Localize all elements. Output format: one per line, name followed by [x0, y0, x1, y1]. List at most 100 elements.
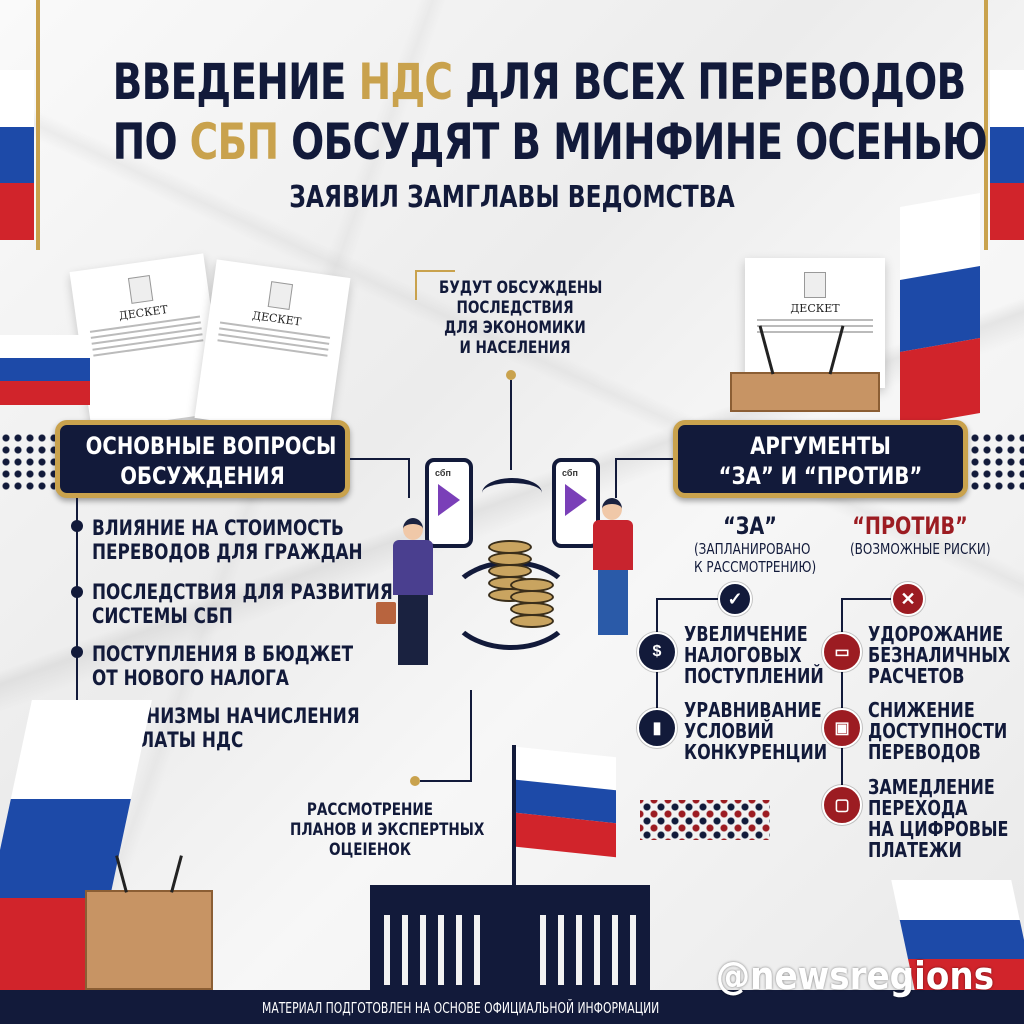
con-heading-block: “ПРОТИВ” (ВОЗМОЖНЫЕ РИСКИ) [835, 512, 991, 558]
checkmark-icon: ✓ [718, 582, 752, 616]
podium-right [730, 372, 880, 412]
sbp-logo-icon [438, 484, 460, 516]
list-bullet [71, 646, 83, 658]
microphone-icon [115, 855, 128, 893]
con-subheading: (ВОЗМОЖНЫЕ РИСКИ) [850, 540, 991, 558]
center-bottom-note: РАССМОТРЕНИЕ ПЛАНОВ И ЭКСПЕРТНЫХ ОЦЕIЕНО… [270, 800, 485, 860]
sbp-logo: сбп [435, 468, 451, 478]
document-3: ДЕСКЕТ [745, 258, 885, 388]
left-panel-title: ОСНОВНЫЕ ВОПРОСЫ ОБСУЖДЕНИЯ [55, 420, 350, 498]
gold-bracket [415, 270, 455, 300]
note-line: ОЦЕIЕНОК [329, 840, 411, 860]
list-timeline [76, 498, 78, 713]
digital-payment-icon: ▢ [822, 785, 862, 825]
pro-heading: “ЗА” [723, 512, 777, 540]
headline-line-1: ВВЕДЕНИЕ НДС ДЛЯ ВСЕХ ПЕРЕВОДОВ [112, 52, 967, 112]
connector-line [656, 598, 718, 600]
gold-dot [410, 776, 420, 786]
document-title: ДЕСКЕТ [790, 302, 840, 315]
briefcase-icon [376, 602, 396, 624]
podium-left [85, 890, 213, 990]
coins-stack-icon [486, 540, 556, 630]
connector-line [408, 458, 410, 498]
emblem-icon [804, 272, 826, 298]
gold-dot [506, 370, 516, 380]
connector-line [510, 380, 512, 470]
person-receiver [590, 498, 640, 638]
gold-frame-right [984, 0, 988, 250]
emblem-icon [267, 281, 293, 310]
microphone-icon [170, 855, 183, 893]
note-line: ПЛАНОВ И ЭКСПЕРТНЫХ [290, 820, 485, 840]
phone-receiver: сбп [552, 458, 600, 548]
money-hand-icon: $ [637, 632, 677, 672]
subtitle: ЗАЯВИЛ ЗАМГЛАВЫ ВЕДОМСТВА [289, 180, 735, 215]
pro-subheading: К РАССМОТРЕНИЮ) [694, 558, 817, 576]
flag-left-top [0, 70, 34, 240]
transfer-screen-icon: ▣ [822, 708, 862, 748]
note-line: ПОСЛЕДСТВИЯ [456, 298, 574, 318]
headline-accent-nds: НДС [358, 53, 453, 111]
flag-center [516, 746, 616, 858]
gold-frame-left [36, 0, 40, 250]
sbp-logo: сбп [562, 468, 578, 478]
decorative-ornament-right [969, 432, 1024, 492]
con-heading: “ПРОТИВ” [852, 512, 968, 540]
cross-icon: ✕ [891, 582, 925, 616]
person-sender [388, 518, 438, 668]
flag-right [900, 192, 980, 428]
headline-line-2: ПО СБП ОБСУДЯТ В МИНФИНЕ ОСЕНЬЮ [112, 112, 988, 172]
transfer-arrow-icon [482, 478, 542, 508]
emblem-icon [127, 275, 153, 304]
decorative-ornament-left [0, 432, 55, 492]
watermark-handle: @newsregions [715, 954, 994, 998]
headline-accent-sbp: СБП [189, 113, 279, 171]
decorative-mosaic [640, 800, 770, 840]
note-line: БУДУТ ОБСУЖДЕНЫ [439, 278, 603, 298]
center-top-note: БУДУТ ОБСУЖДЕНЫ ПОСЛЕДСТВИЯ ДЛЯ ЭКОНОМИК… [420, 278, 610, 358]
right-panel-title: АРГУМЕНТЫ “ЗА” И “ПРОТИВ” [673, 420, 968, 498]
flagpole [512, 745, 516, 890]
list-bullet [71, 520, 83, 532]
banknote-icon: ▭ [822, 632, 862, 672]
connector-line [350, 458, 408, 460]
connector-line [841, 598, 891, 600]
connector-line [841, 598, 843, 798]
connector-line [615, 458, 673, 460]
headline-text: ДЛЯ ВСЕХ ПЕРЕВОДОВ [452, 53, 966, 111]
note-line: РАССМОТРЕНИЕ [306, 800, 434, 820]
headline-text: ПО [112, 113, 190, 171]
flag-right-top [990, 70, 1024, 240]
sbp-logo-icon [565, 484, 587, 516]
headline-text: ОБСУДЯТ В МИНФИНЕ ОСЕНЬЮ [278, 113, 988, 171]
panel-title-line: АРГУМЕНТЫ [750, 432, 891, 460]
growth-chart-icon: ▮ [637, 708, 677, 748]
document-2: ДЕСКЕТ [194, 259, 351, 437]
panel-title-line: ОБСУЖДЕНИЯ [120, 462, 285, 490]
pro-subheading: (ЗАПЛАНИРОВАНО [694, 540, 811, 558]
headline-text: ВВЕДЕНИЕ [112, 53, 359, 111]
list-bullet [71, 586, 83, 598]
connector-line [470, 690, 472, 780]
flag-ribbon-left [0, 335, 90, 405]
panel-title-line: “ЗА” И “ПРОТИВ” [718, 462, 923, 490]
note-line: ДЛЯ ЭКОНОМИКИ [444, 318, 586, 338]
connector-line [420, 780, 472, 782]
footer-bar: МАТЕРИАЛ ПОДГОТОВЛЕН НА ОСНОВЕ ОФИЦИАЛЬН… [0, 990, 1024, 1024]
panel-title-line: ОСНОВНЫЕ ВОПРОСЫ [85, 432, 337, 460]
footer-note: МАТЕРИАЛ ПОДГОТОВЛЕН НА ОСНОВЕ ОФИЦИАЛЬН… [262, 999, 660, 1017]
note-line: И НАСЕЛЕНИЯ [459, 338, 571, 358]
government-building-icon [370, 885, 650, 990]
pro-heading-block: “ЗА” (ЗАПЛАНИРОВАНО К РАССМОТРЕНИЮ) [680, 512, 820, 576]
headline: ВВЕДЕНИЕ НДС ДЛЯ ВСЕХ ПЕРЕВОДОВ ПО СБП О… [0, 52, 1024, 218]
phone-sender: сбп [425, 458, 473, 548]
